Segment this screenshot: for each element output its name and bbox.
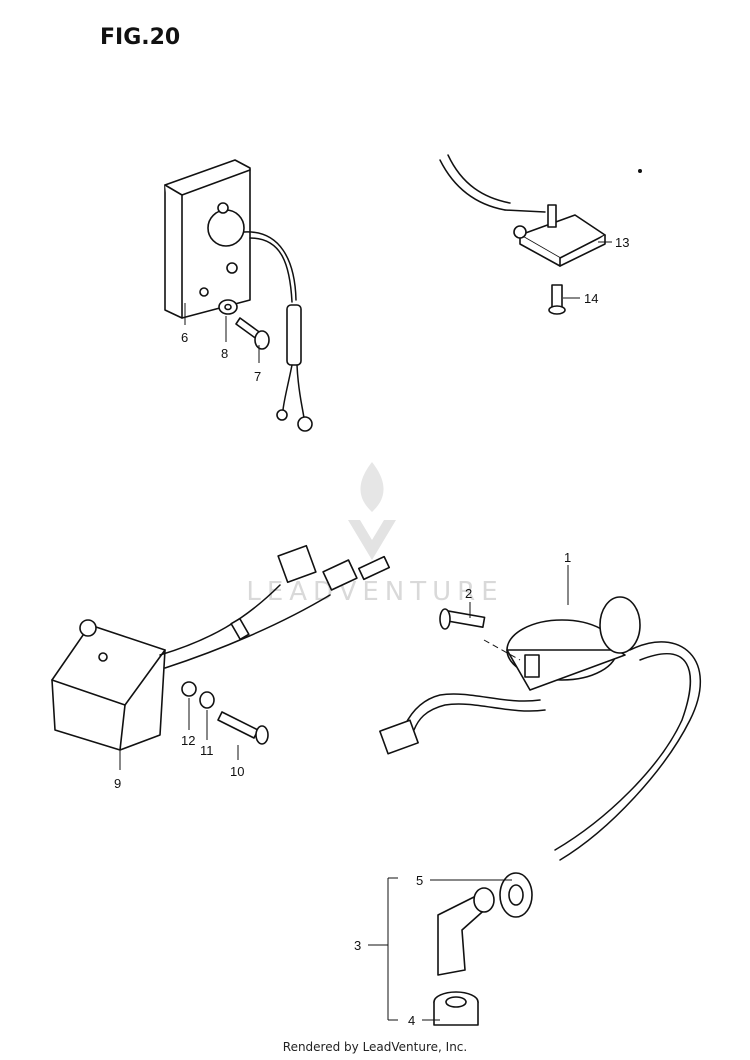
callout-1: 1: [564, 550, 571, 565]
callout-12: 12: [181, 733, 195, 748]
part-6-wire-harness: [243, 231, 313, 432]
callout-11: 11: [200, 743, 214, 758]
part-2-alignment-line: [483, 639, 521, 661]
callout-14: 14: [584, 291, 598, 306]
callout-4: 4: [408, 1013, 415, 1028]
part-2-bolt: [439, 608, 486, 630]
part-4-boot: [433, 991, 479, 1026]
part-6-regulator: [164, 159, 251, 319]
callout-7: 7: [254, 369, 261, 384]
callout-8: 8: [221, 346, 228, 361]
callout-labels: 6 8 7 13 14 9 12 11 10 1 2 5 3 4: [114, 235, 629, 1028]
part-1-cables: [379, 641, 701, 861]
callout-5: 5: [416, 873, 423, 888]
speck-dot: [638, 169, 642, 173]
callout-3: 3: [354, 938, 361, 953]
leader-lines: [119, 241, 612, 1021]
footer-credit: Rendered by LeadVenture, Inc.: [282, 1040, 468, 1054]
callout-10: 10: [230, 764, 244, 779]
part-3-plug-cap: [437, 887, 495, 976]
part-14-screw: [548, 284, 566, 315]
part-5-seal: [499, 872, 533, 918]
part-7-screw: [235, 317, 270, 350]
part-1-ignition-coil: [506, 596, 641, 691]
part-10-screw: [217, 711, 269, 745]
part-8-washer: [218, 299, 238, 315]
callout-13: 13: [615, 235, 629, 250]
part-9-wire-harness: [159, 544, 391, 669]
figure-title: FIG.20: [100, 25, 180, 50]
callout-2: 2: [465, 586, 472, 601]
part-12-washer: [181, 681, 197, 697]
part-13-unit: [439, 154, 606, 267]
part-9-cdi-unit: [51, 619, 166, 751]
watermark-logo: LEADVENTURE: [246, 462, 498, 607]
callout-9: 9: [114, 776, 121, 791]
callout-6: 6: [181, 330, 188, 345]
part-11-lock-washer: [199, 691, 215, 709]
